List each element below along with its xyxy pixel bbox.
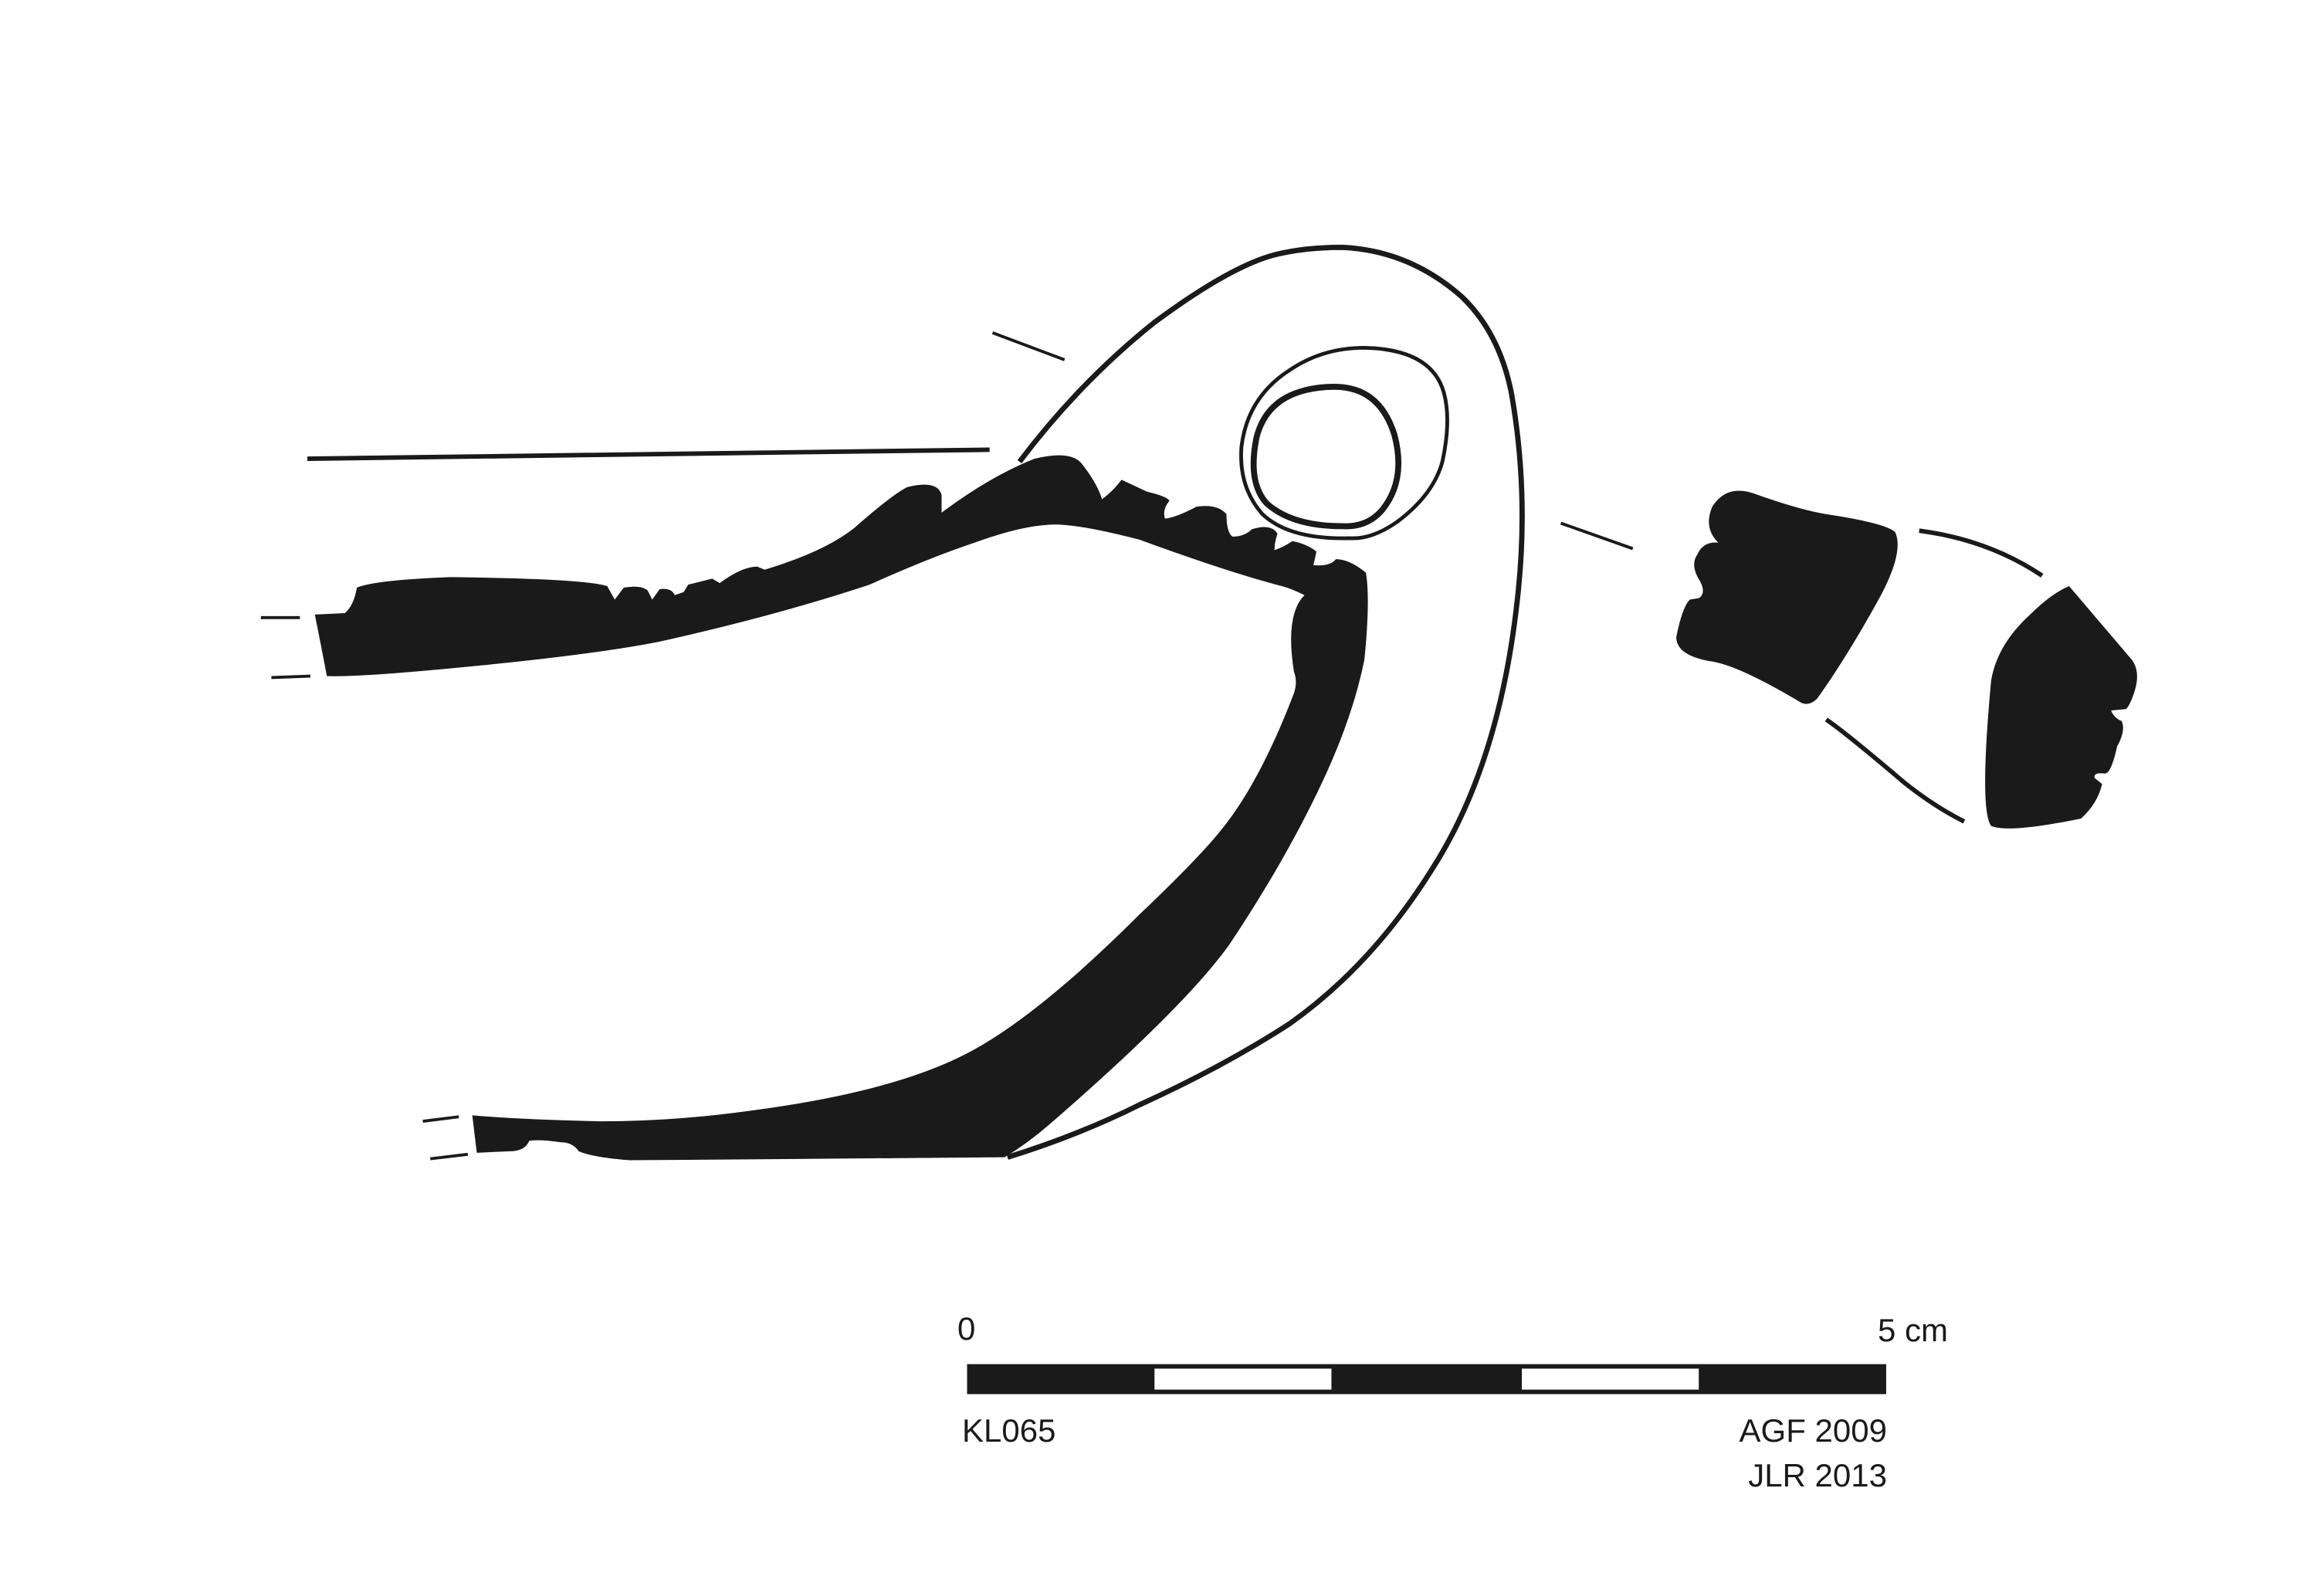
fragment-rim-arc — [1919, 528, 2044, 578]
scale-bar-segment-white — [1522, 1368, 1699, 1390]
fragment-lower-line — [1824, 717, 1966, 824]
fragment-section-upper — [1676, 490, 1898, 704]
scale-end-label: 5 cm — [1878, 1312, 1949, 1348]
fragment-section-lower — [1985, 586, 2137, 829]
handle-outline — [1006, 244, 1525, 1160]
handle-ring-inner — [1250, 383, 1402, 530]
scale-bar-segment-white — [1154, 1368, 1332, 1390]
catalogue-id: KL065 — [962, 1412, 1056, 1449]
drawing-credit: AGF 2009 — [1739, 1412, 1887, 1449]
break-tick — [422, 1115, 459, 1124]
scale-bar-body — [967, 1364, 1886, 1395]
orientation-tick — [991, 331, 1065, 361]
vessel-section — [314, 455, 1368, 1161]
orientation-tick — [1560, 521, 1634, 551]
rim-diameter-line — [307, 447, 990, 461]
break-tick — [271, 674, 311, 680]
handle-ring-outer — [1239, 345, 1449, 541]
scale-bar — [967, 1364, 1886, 1395]
scale-start-label: 0 — [957, 1310, 976, 1347]
main-vessel-profile — [260, 244, 1525, 1161]
digitizing-credit: JLR 2013 — [1748, 1457, 1887, 1493]
break-tick — [430, 1152, 469, 1161]
fragment-profile — [1560, 490, 2137, 829]
